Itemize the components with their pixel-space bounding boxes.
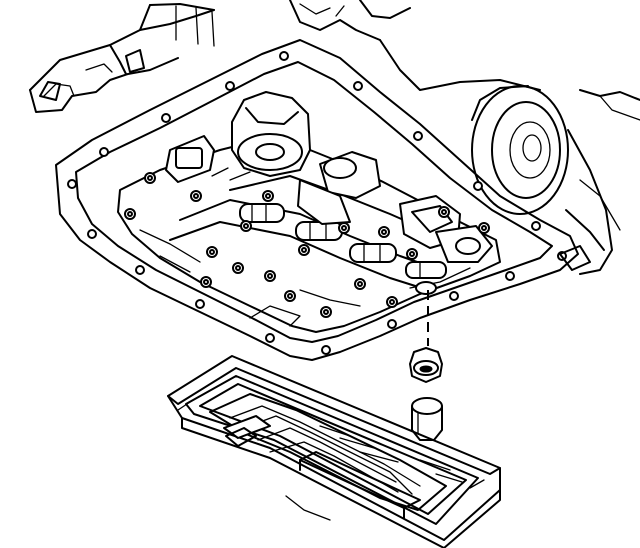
oil-pan	[167, 355, 501, 548]
filter-seal	[409, 347, 443, 383]
spool-valve	[349, 243, 397, 263]
oil-pan-rail	[39, 39, 591, 361]
spool-valve	[239, 203, 285, 223]
valve-body	[117, 91, 501, 333]
transmission-case	[29, 0, 640, 275]
oil-filter	[411, 397, 443, 441]
spool-valve	[405, 261, 447, 279]
spool-valve	[295, 221, 343, 241]
